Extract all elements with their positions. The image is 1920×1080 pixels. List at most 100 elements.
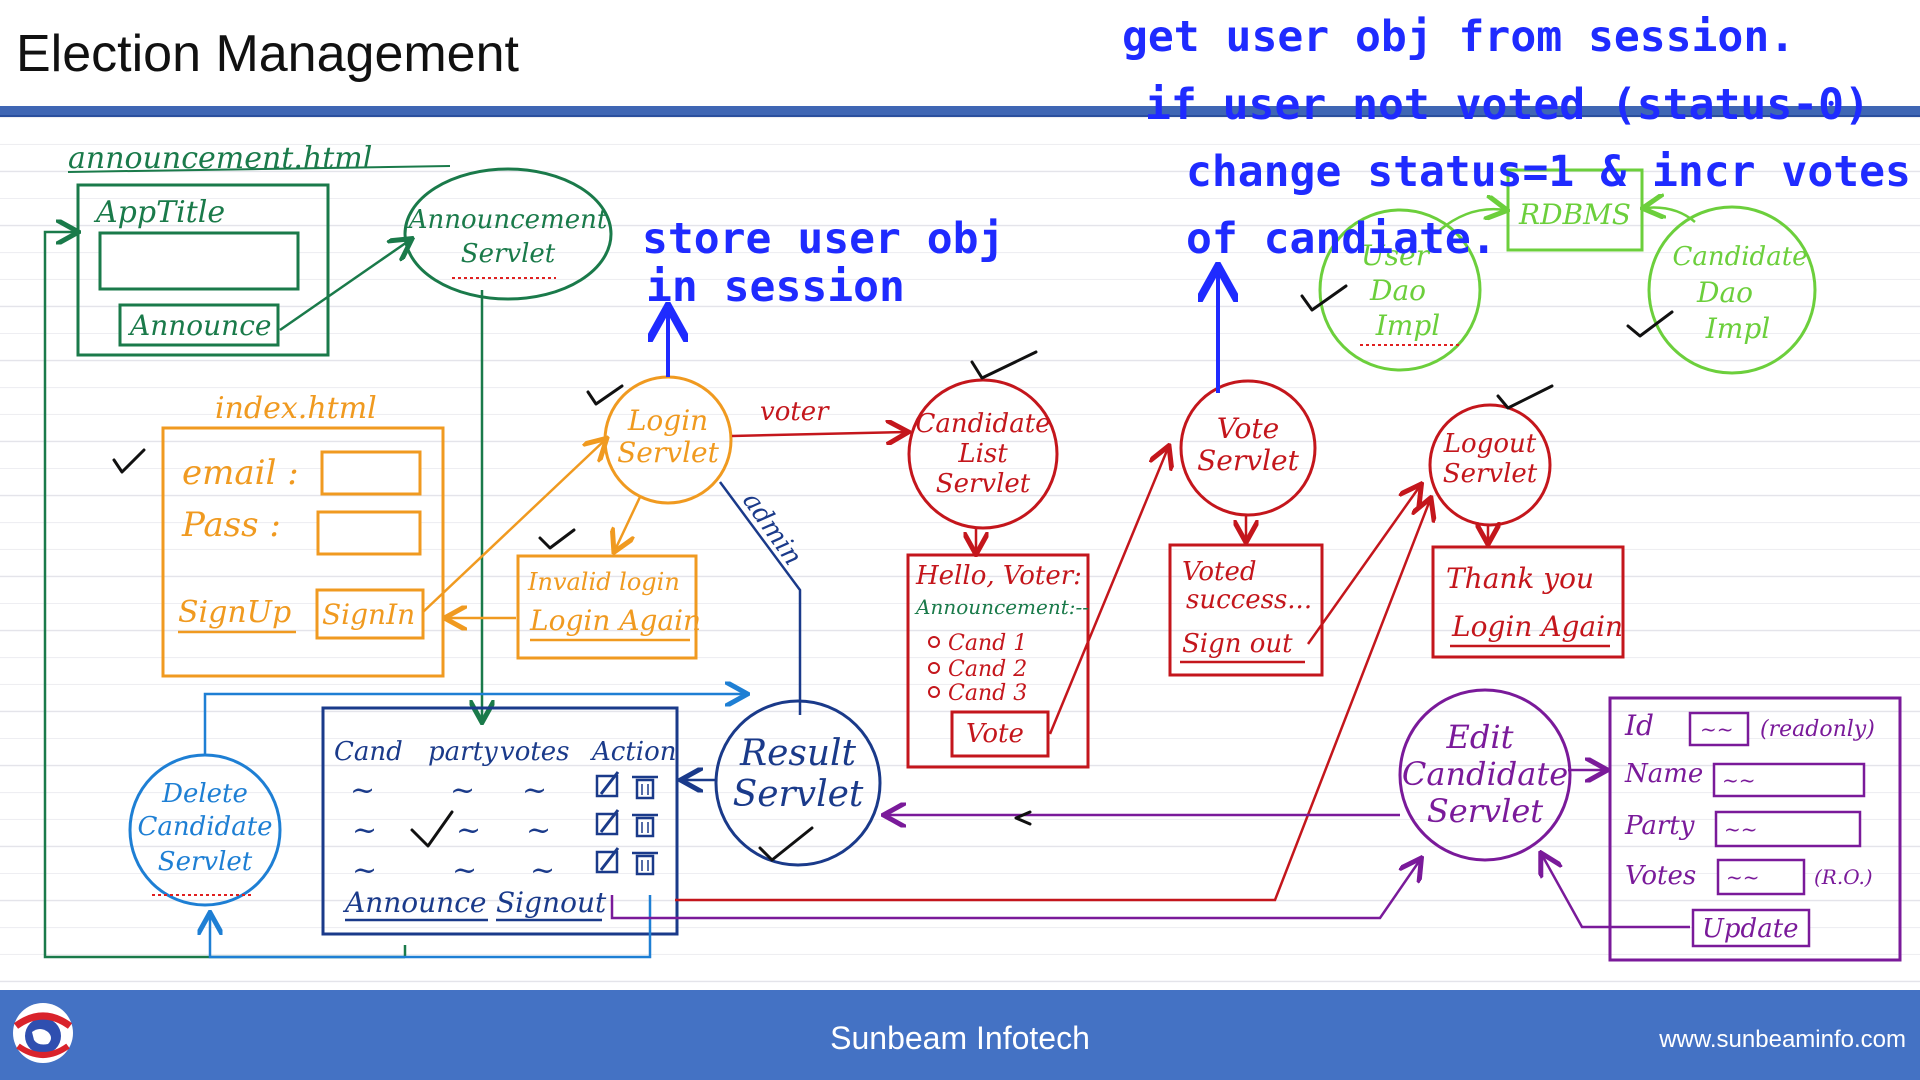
candidate-dao: Candidate Dao Impl xyxy=(1647,205,1817,375)
result-col-action: Action xyxy=(590,737,677,767)
login-servlet-line1: Login xyxy=(627,404,708,437)
vote-note-line4: of candiate. xyxy=(1186,214,1497,264)
candidate-list-box xyxy=(906,553,1090,769)
trash-icon[interactable] xyxy=(632,851,658,876)
vote-servlet: Vote Servlet xyxy=(1179,379,1317,517)
edit-icon[interactable] xyxy=(595,847,620,874)
signin-button-label: SignIn xyxy=(322,598,415,631)
announce-button[interactable] xyxy=(118,303,280,347)
edit-name-input[interactable] xyxy=(1712,762,1866,798)
logo-icon xyxy=(13,1003,73,1063)
result-signout-link[interactable]: Signout xyxy=(496,886,607,919)
cand3-radio[interactable] xyxy=(928,686,940,698)
candidate-dao-to-rdbms-arrow xyxy=(1645,208,1696,223)
email-input[interactable] xyxy=(320,450,422,496)
footer-bar: Sunbeam Infotech www.sunbeaminfo.com xyxy=(0,990,1920,1080)
announcement-servlet-line1: Announcement xyxy=(407,205,608,235)
update-button-label: Update xyxy=(1702,914,1799,944)
footer-company: Sunbeam Infotech xyxy=(830,1020,1090,1056)
logout-servlet: Logout Servlet xyxy=(1428,403,1552,527)
vote-button[interactable] xyxy=(950,710,1050,758)
invalid-login-box xyxy=(516,554,698,660)
announcement-servlet-circle xyxy=(403,167,613,301)
edit-party-input[interactable] xyxy=(1714,810,1862,848)
logout-servlet-line1: Logout xyxy=(1443,429,1537,459)
result-servlet-line2: Servlet xyxy=(733,774,864,815)
announcement-filename-underline xyxy=(67,165,451,173)
candidate-dao-circle xyxy=(1647,205,1817,375)
vote-servlet-line1: Vote xyxy=(1217,412,1279,445)
edit-party-value: ~~ xyxy=(1724,817,1758,841)
pass-input[interactable] xyxy=(316,510,422,556)
footer-url[interactable]: www.sunbeaminfo.com xyxy=(1659,1026,1906,1053)
result-announce-link[interactable]: Announce xyxy=(342,886,486,919)
candidate-list-servlet-line1: Candidate xyxy=(915,409,1050,439)
voted-signout-link[interactable]: Sign out xyxy=(1182,629,1293,659)
update-button[interactable] xyxy=(1691,908,1811,948)
logout-servlet-line2: Servlet xyxy=(1443,459,1538,489)
edit-name-value: ~~ xyxy=(1722,768,1756,792)
edit-votes-field xyxy=(1716,858,1806,896)
title-strip: Election Management xyxy=(0,0,1920,106)
edit-servlet: Edit Candidate Servlet xyxy=(1398,688,1572,862)
user-dao-line1: User xyxy=(1361,239,1431,272)
cand1-label: Cand 1 xyxy=(948,631,1027,656)
result-cell: ~ xyxy=(456,813,481,848)
edit-party-label: Party xyxy=(1624,811,1695,841)
candidate-list-servlet: Candidate List Servlet xyxy=(907,378,1059,530)
cand1-radio[interactable] xyxy=(928,636,940,648)
trash-icon[interactable] xyxy=(632,775,658,800)
delete-servlet: Delete Candidate Servlet xyxy=(128,753,282,907)
hello-voter-text: Hello, Voter: xyxy=(915,561,1082,591)
edit-servlet-line3: Servlet xyxy=(1427,792,1543,830)
announce-button-label: Announce xyxy=(127,309,271,342)
edit-id-readonly-note: (readonly) xyxy=(1760,717,1875,742)
cand2-radio[interactable] xyxy=(928,662,940,674)
edit-servlet-line2: Candidate xyxy=(1402,755,1568,793)
result-col-cand: Cand xyxy=(334,737,403,767)
candidate-dao-line1: Candidate xyxy=(1672,242,1807,272)
announcement-title-input[interactable] xyxy=(98,231,300,291)
user-dao-line3: Impl xyxy=(1375,309,1441,342)
checkmark-icon xyxy=(410,810,454,848)
edit-icon[interactable] xyxy=(595,809,620,836)
checkmark-icon xyxy=(1626,310,1674,338)
vote-button-label: Vote xyxy=(966,719,1024,749)
trash-icon[interactable] xyxy=(632,813,658,838)
flow-diagram: announcement.html AppTitle Announce Anno… xyxy=(43,141,1902,962)
result-cell: ~ xyxy=(530,853,555,888)
edit-icon[interactable] xyxy=(595,771,620,798)
checkmark-icon xyxy=(1014,810,1032,826)
announcement-page-box xyxy=(76,183,330,357)
edit-id-field xyxy=(1688,711,1750,747)
voted-line2: success... xyxy=(1186,585,1312,615)
invalid-login-line1: Invalid login xyxy=(527,568,680,596)
vote-note-line1: get user obj from session. xyxy=(1122,12,1796,62)
rdbms-label: RDBMS xyxy=(1518,198,1631,231)
store-session-note-line2: in session xyxy=(646,262,905,312)
slide-title: Election Management xyxy=(16,25,519,83)
result-signout-to-logout-arrow xyxy=(675,500,1430,902)
voter-edge-label: voter xyxy=(760,397,830,427)
announcement-title-label: AppTitle xyxy=(93,195,225,230)
edit-votes-readonly-note: (R.O.) xyxy=(1814,865,1873,889)
user-dao: User Dao Impl xyxy=(1318,208,1482,372)
signup-link[interactable]: SignUp xyxy=(178,595,291,630)
login-to-result-arrow xyxy=(718,481,802,715)
index-page-box xyxy=(161,426,445,678)
login-servlet: Login Servlet xyxy=(603,375,733,505)
login-to-candidate-list-arrow xyxy=(731,432,906,436)
delete-to-result-arrow xyxy=(203,694,745,755)
checkmark-icon xyxy=(112,448,146,474)
index-page: index.html email : Pass : SignUp SignIn xyxy=(161,391,445,678)
invalid-login-line2[interactable]: Login Again xyxy=(529,604,701,637)
result-cell: ~ xyxy=(522,773,547,808)
logout-login-again-link[interactable]: Login Again xyxy=(1451,610,1623,643)
login-to-invalid-arrow xyxy=(615,496,642,550)
login-servlet-line2: Servlet xyxy=(617,436,719,469)
edit-page: Id ~~ (readonly) Name ~~ Party ~~ Votes … xyxy=(1608,696,1902,962)
edit-name-label: Name xyxy=(1624,759,1703,789)
signin-button[interactable] xyxy=(315,588,425,640)
edit-icon-to-edit-servlet-arrow xyxy=(610,860,1420,920)
announcement-page: announcement.html AppTitle Announce xyxy=(67,141,451,357)
